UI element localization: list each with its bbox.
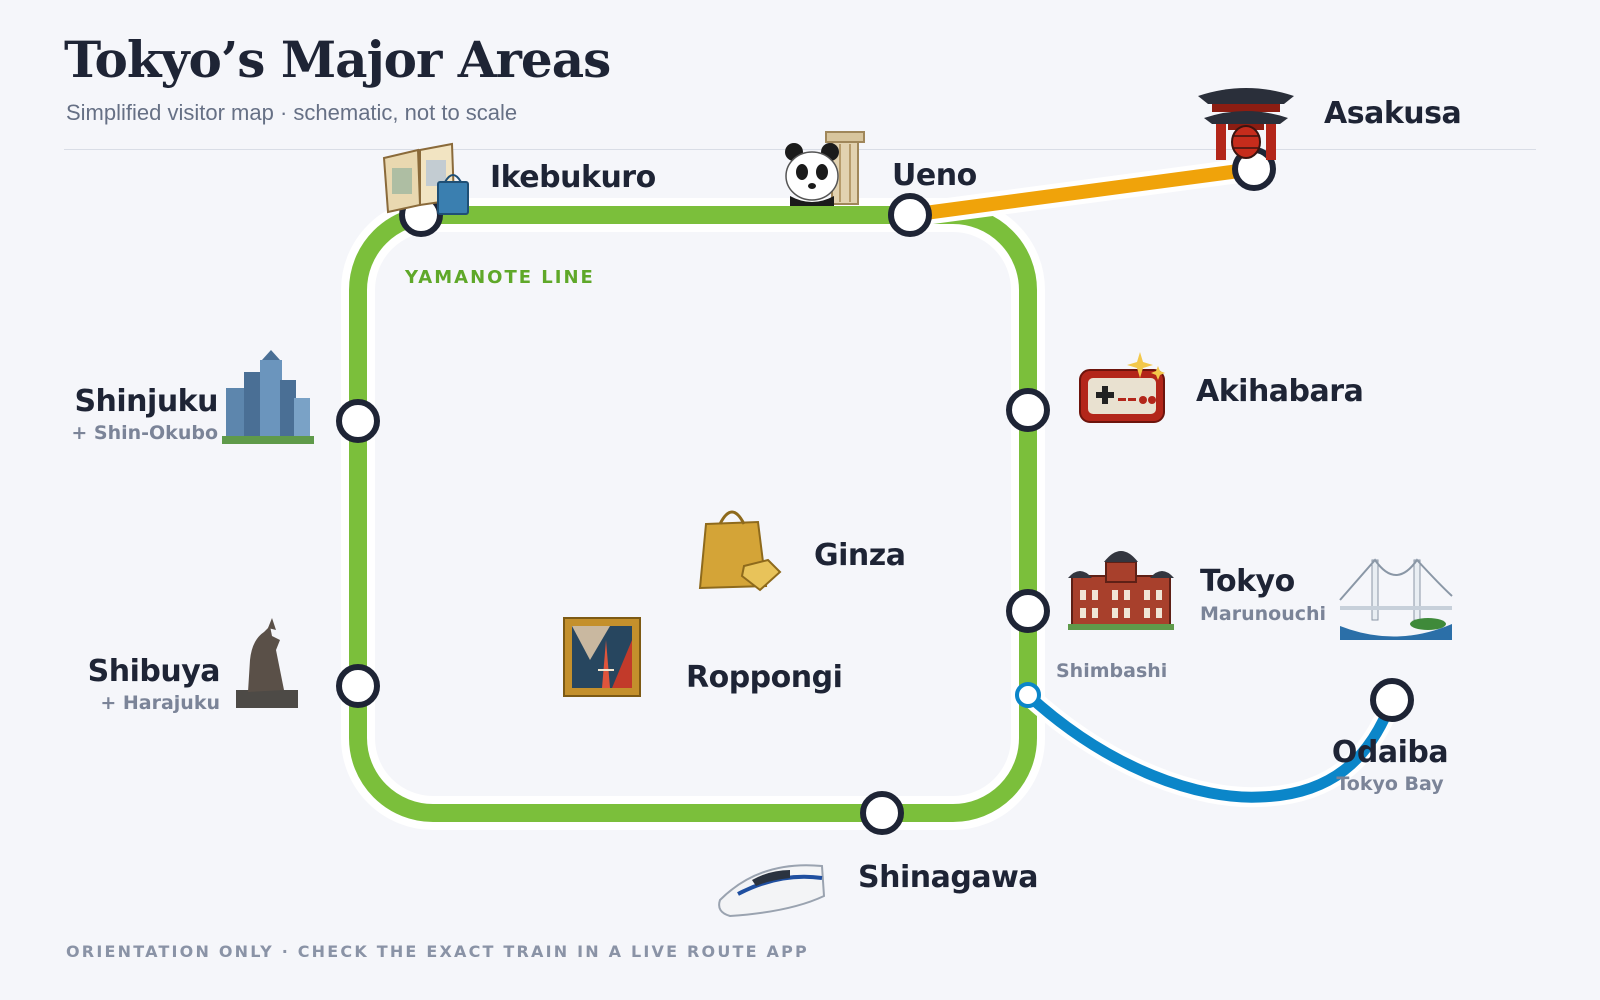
area-name-ueno[interactable]: Ueno: [892, 158, 977, 193]
game-controller-icon: [1079, 352, 1165, 423]
area-name-odaiba[interactable]: Odaiba: [1331, 735, 1449, 770]
asakusa-branch: [903, 162, 1261, 222]
rainbow-bridge-icon: [1339, 558, 1453, 640]
odaiba-branch: [1022, 689, 1398, 803]
station-akihabara[interactable]: [1006, 388, 1050, 432]
area-name-ginza[interactable]: Ginza: [814, 538, 906, 573]
area-name-ikebukuro[interactable]: Ikebukuro: [490, 160, 656, 195]
station-tokyo[interactable]: [1006, 589, 1050, 633]
station-shinjuku[interactable]: [336, 399, 380, 443]
tokyo-station-building-icon: [1068, 551, 1174, 630]
area-name-shinagawa[interactable]: Shinagawa: [858, 860, 1039, 895]
area-name-roppongi[interactable]: Roppongi: [686, 660, 843, 695]
area-name-shibuya[interactable]: Shibuya: [87, 654, 221, 689]
bullet-train-icon: [718, 864, 826, 918]
station-odaiba[interactable]: [1370, 678, 1414, 722]
area-name-shinjuku[interactable]: Shinjuku: [74, 384, 218, 419]
station-shibuya[interactable]: [336, 664, 380, 708]
area-sub-odaiba: Tokyo Bay: [1336, 773, 1444, 795]
area-sub-shibuya: + Harajuku: [100, 692, 220, 714]
page-title: Tokyo’s Major Areas: [64, 30, 611, 89]
yamanote-loop-halo: [341, 198, 1045, 830]
station-shinagawa[interactable]: [860, 791, 904, 835]
area-name-tokyo[interactable]: Tokyo: [1200, 564, 1295, 599]
station-ueno[interactable]: [888, 193, 932, 237]
framed-art-tower-icon: [563, 617, 641, 697]
yamanote-loop: [349, 206, 1037, 822]
skyscrapers-icon: [222, 350, 314, 444]
book-and-shopping-bag-icon: [382, 142, 469, 215]
area-sub-shinjuku: + Shin-Okubo: [71, 422, 218, 444]
area-name-shimbashi[interactable]: Shimbashi: [1056, 660, 1168, 682]
area-name-akihabara[interactable]: Akihabara: [1196, 374, 1364, 409]
gold-bag-and-diamond-icon: [698, 510, 782, 592]
temple-gate-icon: [1198, 88, 1294, 160]
area-sub-tokyo: Marunouchi: [1200, 603, 1327, 625]
panda-and-column-icon: [785, 131, 865, 206]
station-shimbashi[interactable]: [1015, 682, 1041, 708]
page-subtitle: Simplified visitor map · schematic, not …: [66, 100, 518, 125]
footer-note: ORIENTATION ONLY · CHECK THE EXACT TRAIN…: [66, 942, 809, 961]
yamanote-line-label: YAMANOTE LINE: [405, 267, 595, 288]
area-name-asakusa[interactable]: Asakusa: [1324, 96, 1462, 131]
hachiko-statue-icon: [236, 618, 298, 708]
